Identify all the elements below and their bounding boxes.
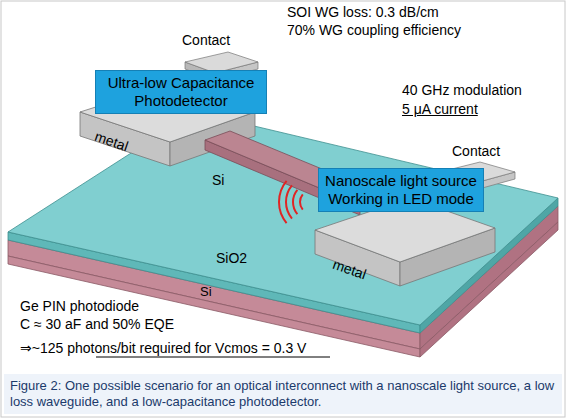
light-wave (279, 181, 287, 223)
light-wave (293, 190, 297, 214)
box-text: Ultra-low Capacitance Photodetector (102, 74, 260, 110)
layer-label: Si (212, 172, 224, 189)
coupling-note: 70% WG coupling efficiency (287, 22, 461, 39)
loss-note: SOI WG loss: 0.3 dB/cm (287, 4, 439, 21)
label-box: Nanoscale light source Working in LED mo… (318, 168, 484, 212)
photon-note: ⇒~125 photons/bit required for Vcmos = 0… (20, 340, 306, 357)
figure-caption: Figure 2: One possible scenario for an o… (10, 378, 556, 410)
modulation-note: 40 GHz modulation (402, 82, 522, 99)
layer-label: SiO2 (216, 250, 247, 267)
capacitance-note: C ≈ 30 aF and 50% EQE (20, 316, 174, 333)
light-wave (286, 185, 292, 218)
current-note: 5 μA current (402, 101, 478, 118)
label-box: Ultra-low Capacitance Photodetector (95, 70, 267, 114)
box-text: Nanoscale light source Working in LED mo… (325, 172, 477, 208)
contact-label: Contact (182, 32, 230, 49)
detector-note: Ge PIN photodiode (20, 298, 139, 315)
layer-label: Si (200, 283, 212, 300)
light-wave (300, 194, 303, 209)
contact-label: Contact (452, 143, 500, 160)
